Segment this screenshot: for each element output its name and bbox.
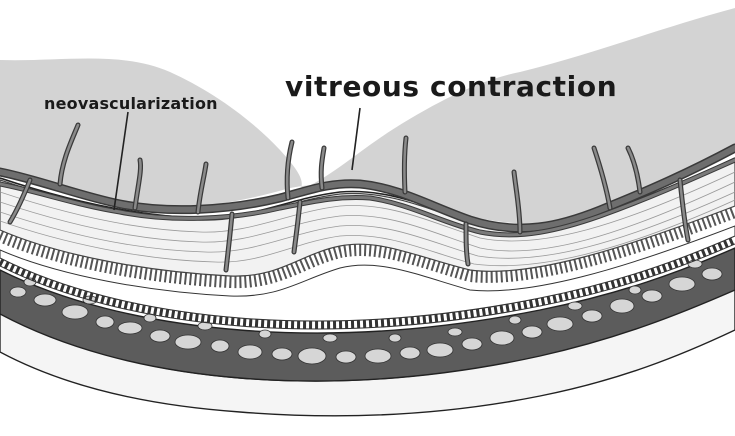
vitreous-contraction-label: vitreous contraction — [285, 70, 617, 103]
neovascularization-label: neovascularization — [44, 94, 218, 113]
